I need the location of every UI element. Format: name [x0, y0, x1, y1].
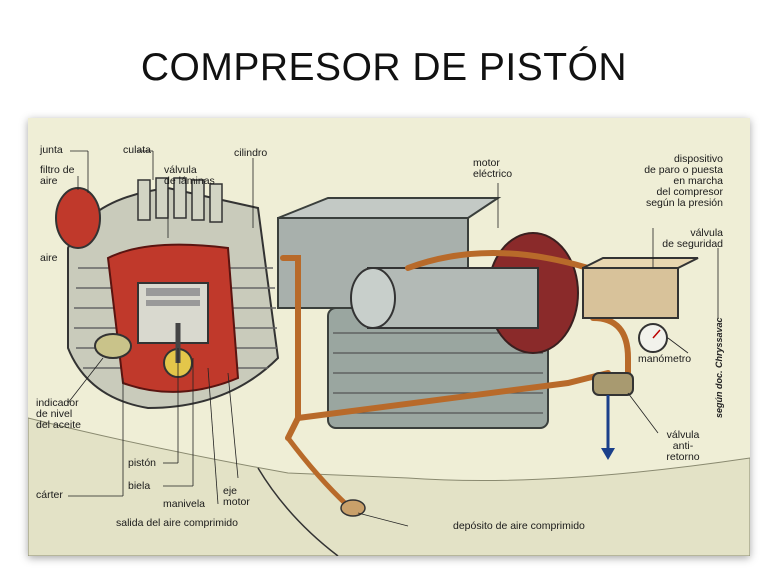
label-biela: biela	[128, 480, 151, 492]
label-piston: pistón	[128, 457, 157, 469]
label-culata: culata	[123, 144, 152, 156]
label-junta: junta	[40, 144, 63, 156]
label-eje-motor: eje motor	[223, 485, 250, 508]
label-dispositivo: dispositivo de paro o puesta en marcha d…	[644, 153, 723, 209]
label-indicador-aceite: indicador de nivel del aceite	[36, 397, 81, 431]
label-filtro-aire: filtro de aire	[40, 164, 75, 187]
label-valvula-laminas: válvula de láminas	[164, 164, 215, 187]
label-motor-electrico: motor eléctrico	[473, 157, 513, 180]
label-cilindro: cilindro	[234, 147, 268, 159]
compressor-drawing	[28, 118, 750, 556]
label-valvula-antirretorno: válvula anti- retorno	[666, 429, 700, 463]
label-salida-aire: salida del aire comprimido	[116, 517, 238, 529]
label-manivela: manivela	[163, 498, 206, 510]
label-valvula-seguridad: válvula de seguridad	[662, 227, 723, 250]
label-carter: cárter	[36, 489, 63, 501]
compressor-illustration: junta culata cilindro filtro de aire vál…	[28, 118, 750, 556]
label-aire: aire	[40, 252, 58, 264]
label-manometro: manómetro	[638, 353, 692, 365]
slide-title: COMPRESOR DE PISTÓN	[140, 46, 628, 89]
credit-text: según doc. Chryssavac	[714, 317, 724, 418]
label-deposito-aire: depósito de aire comprimido	[453, 520, 585, 532]
